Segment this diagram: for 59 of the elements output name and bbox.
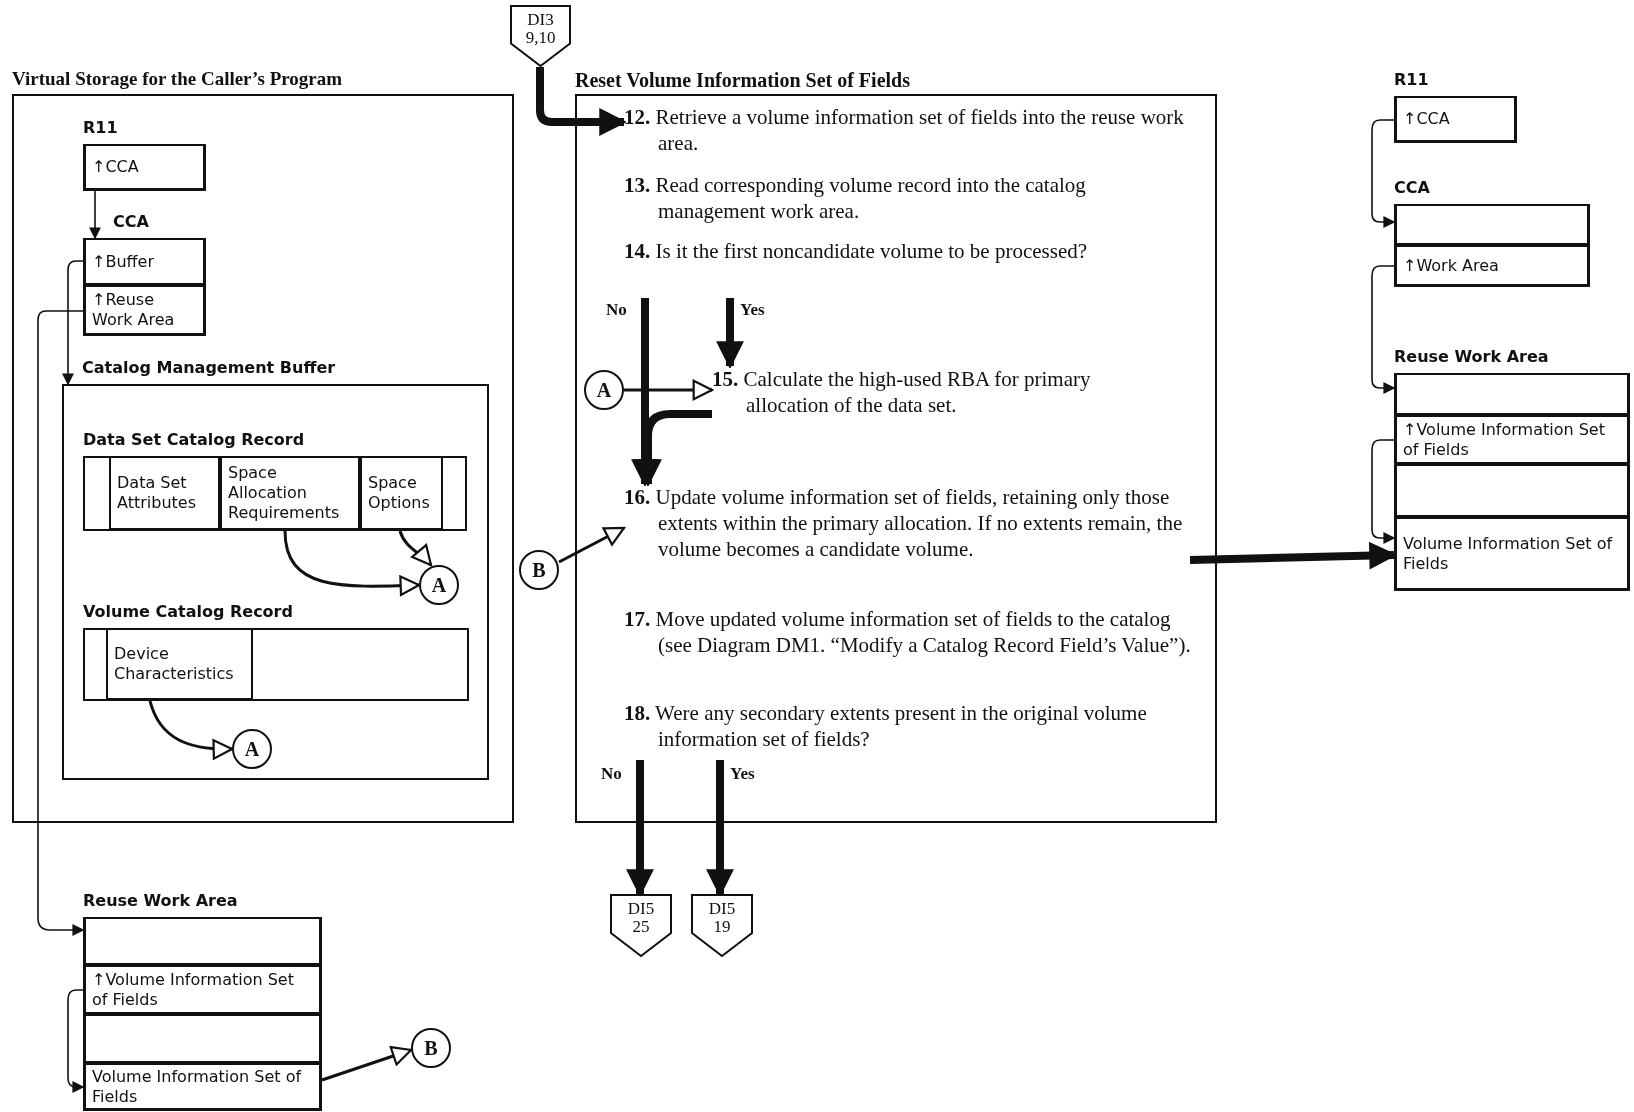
area-heading: Data Set Catalog Record [83, 430, 305, 450]
storage-field: ↑Volume Information Set of Fields [84, 965, 321, 1014]
arrow [1371, 439, 1395, 544]
connector-circle: A [584, 370, 624, 410]
area-heading: CCA [1394, 178, 1430, 198]
off-page-connector: DI3 9,10 [510, 5, 571, 67]
storage-field: Data Set Attributes [109, 456, 220, 530]
area-heading: Virtual Storage for the Caller’s Program [12, 68, 343, 91]
off-page-connector: DI5 25 [610, 894, 672, 957]
storage-field [84, 917, 321, 965]
storage-field: Device Characteristics [106, 628, 253, 700]
area-heading: R11 [1394, 70, 1429, 90]
arrow [398, 530, 433, 567]
process-step: 14. Is it the first noncandidate volume to be processed? [624, 238, 1196, 298]
process-step: 16. Update volume information set of fields, retaining only those extents within the primary allocation. If no extents remain, the volume becomes a candidate volume. [624, 484, 1190, 602]
arrow [148, 700, 234, 760]
storage-field [84, 1014, 321, 1063]
storage-field: ↑Buffer [84, 238, 205, 285]
arrow [1189, 542, 1396, 569]
storage-field [1395, 464, 1629, 517]
storage-field [1395, 204, 1589, 245]
area-heading: Reuse Work Area [1394, 347, 1549, 367]
storage-field: ↑Volume Information Set of Fields [1395, 415, 1629, 464]
arrow [558, 526, 626, 564]
connector-circle: A [232, 729, 272, 769]
storage-field: ↑CCA [84, 144, 205, 190]
area-heading: Reset Volume Information Set of Fields [575, 68, 910, 92]
arrow [624, 379, 714, 401]
process-step: 15. Calculate the high-used RBA for primary allocation of the data set. [712, 366, 1172, 430]
arrow [89, 190, 101, 239]
arrow [37, 310, 84, 936]
process-step: 17. Move updated volume information set of fields to the catalog (see Diagram DM1. “Modify a Catalog Record Field’s Value”). [624, 606, 1196, 696]
storage-field: Volume Information Set of Fields [84, 1063, 321, 1110]
area-heading: Volume Catalog Record [83, 602, 293, 622]
process-step: 12. Retrieve a volume information set of fields into the reuse work area. [624, 104, 1196, 164]
storage-field: ↑Work Area [1395, 245, 1589, 286]
arrow [536, 67, 626, 136]
area-heading: R11 [83, 118, 118, 138]
arrow [62, 260, 84, 385]
storage-field [1395, 373, 1629, 415]
connector-circle: B [519, 550, 559, 590]
area-heading: CCA [113, 212, 149, 232]
off-page-connector: DI5 19 [691, 894, 753, 957]
arrow [1371, 119, 1395, 228]
area-heading: Catalog Management Buffer [82, 358, 336, 378]
process-step: 13. Read corresponding volume record into the catalog management work area. [624, 172, 1196, 232]
connector-circle: A [419, 565, 459, 605]
storage-field: ↑Reuse Work Area [84, 285, 205, 335]
arrow [321, 1046, 413, 1082]
storage-field: ↑CCA [1395, 96, 1516, 142]
storage-field: Space Allocation Requirements [220, 456, 360, 530]
storage-field: Space Options [360, 456, 443, 530]
process-step: 18. Were any secondary extents present in the original volume information set of fields? [624, 700, 1196, 760]
arrow [634, 410, 712, 486]
area-heading: Reuse Work Area [83, 891, 238, 911]
storage-field: Volume Information Set of Fields [1395, 517, 1629, 590]
arrow [1371, 265, 1395, 394]
arrow [283, 530, 421, 596]
connector-circle: B [411, 1028, 451, 1068]
